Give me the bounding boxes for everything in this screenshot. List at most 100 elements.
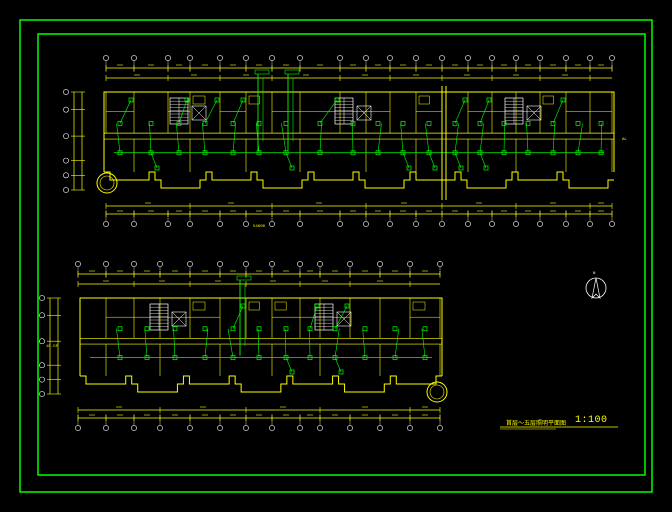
axis-bubble-bottom [413,221,419,227]
window-frame [248,301,260,311]
lower-plan-side-label: 1F-5F [46,345,59,349]
light-fixture-symbol [230,326,236,332]
elevator-cross [356,105,372,121]
upper-floor-plan [63,55,615,227]
lighting-circuit-branch [454,99,466,124]
axis-bubble-bottom [563,221,569,227]
drawing-title: 首层～五层照明平面图 [506,420,567,427]
lighting-circuit-branch [552,99,564,124]
light-fixture-symbol [406,165,412,171]
light-fixture-symbol [240,97,246,103]
light-fixture-symbol [184,97,190,103]
axis-bubble-top [187,261,193,267]
axis-bubble-top [465,55,471,61]
light-fixture-symbol [202,326,208,332]
light-fixture-symbol [332,326,338,332]
axis-bubble-left [63,157,69,164]
light-fixture-symbol [117,121,123,126]
axis-bubble-top [103,55,109,61]
axis-bubble-top [269,261,275,267]
exterior-wall-top [79,297,443,308]
axis-bubble-bottom [103,425,109,431]
lighting-circuit-branch [362,328,366,358]
axis-bubble-bottom [513,221,519,227]
elevator-cross [191,105,207,121]
lighting-circuit-branch [552,123,556,153]
axis-bubble-bottom [609,221,615,227]
axis-bubble-bottom [269,425,275,431]
axis-bubble-bottom [387,221,393,227]
axis-bubble-top [347,261,353,267]
lighting-circuit-branch [402,152,410,169]
axis-bubble-top [131,261,137,267]
lighting-circuit-branch [284,328,287,358]
axis-bubble-bottom [165,221,171,227]
light-fixture-symbol [501,121,507,126]
light-fixture-symbol [560,97,566,103]
axis-bubble-left [39,338,45,345]
distribution-panel [236,275,252,281]
lighting-circuit-branch [454,123,459,153]
light-fixture-symbol [172,326,178,332]
axis-bubble-top [439,55,445,61]
distribution-panel [254,69,270,75]
lighting-circuit-branch [394,328,400,358]
axis-bubble-top [297,55,303,61]
light-fixture-symbol [400,121,406,126]
axis-bubble-left [39,362,45,369]
axis-bubble-bottom [243,221,249,227]
light-fixture-symbol [483,165,489,171]
light-fixture-symbol [202,121,208,126]
lighting-circuit-branch [319,99,338,124]
elevator-box [171,311,187,327]
north-label: N [593,272,596,276]
axis-bubble-top [243,55,249,61]
light-fixture-symbol [575,121,581,126]
axis-bubble-top [537,55,543,61]
window-frame [412,301,426,311]
exterior-wall-bottom [80,375,442,393]
lighting-circuit-branch [173,328,176,358]
axis-bubble-top [587,55,593,61]
axis-bubble-bottom [243,425,249,431]
lighting-circuit-branch [425,123,430,153]
lighting-circuit-branch [149,123,152,153]
axis-bubble-top [317,261,323,267]
lighting-circuit-branch [377,123,382,153]
lighting-circuit-branch [232,99,244,124]
axis-bubble-top [387,55,393,61]
title-block [500,426,618,430]
light-fixture-symbol [452,121,458,126]
elevator-box [191,105,207,121]
axis-bubble-top [377,261,383,267]
exterior-wall-top [103,91,615,102]
lighting-circuit-branch [204,99,218,124]
axis-bubble-top [269,55,275,61]
window-frame [274,301,287,311]
light-fixture-symbol [256,326,262,332]
light-fixture-symbol [289,165,295,171]
elevator-box [526,105,542,121]
axis-bubble-left [39,312,45,319]
axis-bubble-top [157,261,163,267]
lighting-circuit-branch [204,328,209,358]
lighting-circuit-branch [119,99,132,124]
light-fixture-symbol [117,326,123,332]
distribution-panel [284,69,300,75]
light-fixture-symbol [350,121,356,126]
lighting-circuit-branch [421,328,426,358]
lower-floor-plan [39,261,448,431]
lighting-circuit-branch [144,328,148,358]
light-fixture-symbol [148,121,154,126]
upper-plan-side-label: AL [622,138,627,142]
lighting-circuit-branch [116,328,121,358]
lighting-circuit-branch [257,328,260,358]
light-fixture-symbol [426,121,432,126]
light-fixture-symbol [375,121,381,126]
elevator-box [356,105,372,121]
axis-bubble-bottom [489,221,495,227]
light-fixture-symbol [392,326,398,332]
lighting-circuit-branch [176,123,180,153]
axis-bubble-top [243,261,249,267]
